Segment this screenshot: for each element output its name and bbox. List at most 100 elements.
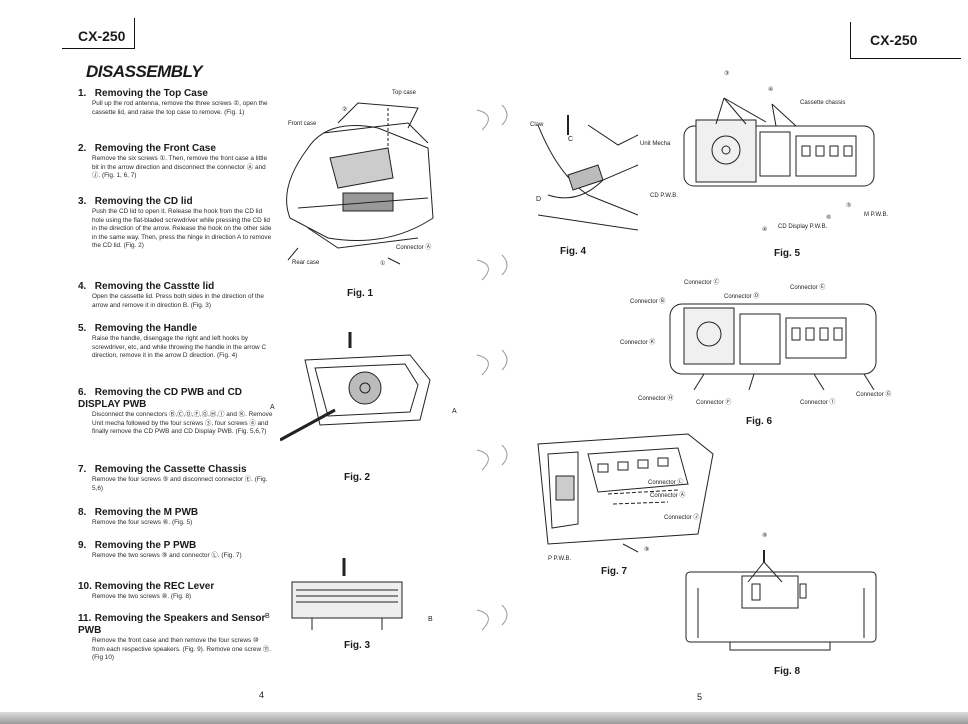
- fig6-label-conn-g: Connector Ⓖ: [856, 392, 892, 398]
- fig2-caption: Fig. 2: [344, 472, 371, 483]
- step-heading: 2. Removing the Front Case: [78, 143, 273, 155]
- step-heading-text: Removing the P PWB: [94, 540, 197, 551]
- step-heading-text: Removing the Handle: [94, 323, 198, 334]
- step-number: 6.: [78, 387, 87, 398]
- fig3-label-b-left: B: [265, 613, 270, 620]
- step-body: Remove the four screws ⑥. (Fig. 5): [92, 519, 193, 526]
- step-heading: 10. Removing the REC Lever: [78, 581, 273, 593]
- fig2-drawing: [280, 332, 431, 442]
- fig3-label-b-right: B: [428, 616, 433, 623]
- left-header-box: [62, 18, 135, 49]
- step-body: Remove the two screws ⑨ and connector Ⓛ.…: [92, 552, 242, 559]
- fig1-label-topcase: Top case: [392, 90, 417, 96]
- fig2-label-a-right: A: [452, 408, 457, 415]
- fig5-label-screw3: ③: [724, 71, 730, 77]
- step-number: 10.: [78, 581, 92, 592]
- fig8-label-screw8: ⑧: [762, 533, 768, 539]
- fig1-label-screw2: ②: [342, 107, 348, 113]
- fig3-drawing: [291, 558, 403, 630]
- fig6-drawing: [669, 303, 877, 390]
- fig3-caption: Fig. 3: [344, 640, 371, 651]
- step-heading-text: Removing the REC Lever: [94, 581, 215, 592]
- fig7-label-conn-j: Connector Ⓙ: [664, 515, 700, 521]
- fig5-label-cassette-chassis: Cassette chassis: [800, 100, 846, 106]
- step-heading: 1. Removing the Top Case: [78, 88, 273, 100]
- step-body: Remove the four screws ⑤ and disconnect …: [92, 476, 268, 492]
- step-body: Open the cassette lid. Press both sides …: [92, 293, 264, 309]
- step-body: Raise the handle, disengage the right an…: [92, 335, 267, 360]
- right-model-label: CX-250: [870, 32, 918, 48]
- fig1-label-frontcase: Front case: [288, 121, 317, 127]
- fig5-label-screw5: ⑤: [846, 203, 852, 209]
- step-number: 8.: [78, 507, 87, 518]
- step-body: Pull up the rod antenna, remove the thre…: [92, 100, 268, 116]
- fig5-label-cd-display: CD Display P.W.B.: [778, 224, 828, 230]
- fig6-label-conn-i: Connector Ⓘ: [800, 400, 836, 406]
- fig4-label-c: C: [568, 136, 574, 143]
- fig5-label-screw4-top: ④: [768, 87, 774, 93]
- step-heading: 9. Removing the P PWB: [78, 540, 273, 552]
- step-heading-text: Removing the Speakers and Sensor PWB: [78, 613, 266, 636]
- step-number: 5.: [78, 323, 87, 334]
- binding-holes: [476, 104, 508, 631]
- step-heading: 3. Removing the CD lid: [78, 196, 273, 208]
- fig5-label-m-pwb: M P.W.B.: [864, 212, 889, 218]
- step-heading-text: Removing the M PWB: [94, 507, 199, 518]
- fig4-label-claw: Claw: [530, 122, 544, 128]
- fig8-drawing: [685, 550, 877, 651]
- step-heading-text: Removing the CD PWB and CD DISPLAY PWB: [78, 387, 243, 410]
- fig8-caption: Fig. 8: [774, 666, 801, 677]
- fig7-label-screw9: ⑨: [644, 547, 650, 553]
- fig1-label-rearcase: Rear case: [292, 260, 320, 266]
- step-body: Remove the front case and then remove th…: [92, 637, 272, 662]
- fig5-caption: Fig. 5: [774, 248, 801, 259]
- fig1-drawing: [286, 102, 434, 265]
- fig1-label-screw1: ①: [380, 261, 386, 267]
- step-heading: 5. Removing the Handle: [78, 323, 273, 335]
- fig6-label-conn-c: Connector Ⓒ: [684, 280, 720, 286]
- step-heading-text: Removing the Casstte lid: [94, 281, 215, 292]
- step-body: Disconnect the connectors Ⓑ,Ⓒ,Ⓓ,Ⓕ,Ⓖ,Ⓗ,Ⓘ …: [92, 411, 273, 436]
- step-heading: 8. Removing the M PWB: [78, 507, 273, 519]
- step-heading-text: Removing the Front Case: [94, 143, 216, 154]
- fig6-label-conn-k: Connector Ⓚ: [620, 340, 656, 346]
- right-page-number: 5: [697, 692, 703, 702]
- fig6-label-conn-f: Connector Ⓕ: [696, 400, 732, 406]
- step-number: 4.: [78, 281, 87, 292]
- fig7-label-conn-a: Connector Ⓐ: [650, 493, 686, 499]
- fig2-label-a-left: A: [270, 404, 275, 411]
- step-number: 2.: [78, 143, 87, 154]
- fig5-drawing: [683, 97, 875, 187]
- step-number: 1.: [78, 88, 87, 99]
- fig7-drawing: [537, 433, 714, 553]
- fig5-label-cd-pwb: CD P.W.B.: [650, 193, 678, 199]
- scan-edge-bottom: [0, 712, 968, 724]
- fig4-label-d: D: [536, 196, 542, 203]
- fig5-label-unit-mecha: Unit Mecha: [640, 141, 671, 147]
- right-header-box: [850, 22, 961, 59]
- step-number: 9.: [78, 540, 87, 551]
- step-body: Push the CD lid to open it. Release the …: [92, 208, 272, 250]
- step-heading: 6. Removing the CD PWB and CD DISPLAY PW…: [78, 387, 273, 411]
- left-model-label: CX-250: [78, 28, 126, 44]
- fig6-label-conn-e: Connector Ⓔ: [790, 285, 826, 291]
- fig6-label-conn-h: Connector Ⓗ: [638, 396, 674, 402]
- step-item: 11. Removing the Speakers and Sensor PWB…: [78, 613, 273, 663]
- fig6-caption: Fig. 6: [746, 416, 773, 427]
- fig5-label-screw6: ⑥: [826, 215, 832, 221]
- fig6-label-conn-d: Connector Ⓓ: [724, 294, 760, 300]
- step-heading-text: Removing the CD lid: [94, 196, 193, 207]
- fig4-caption: Fig. 4: [560, 246, 587, 257]
- step-heading-text: Removing the Top Case: [94, 88, 208, 99]
- left-page-number: 4: [259, 690, 265, 700]
- step-number: 7.: [78, 464, 87, 475]
- step-item: 6. Removing the CD PWB and CD DISPLAY PW…: [78, 387, 273, 437]
- fig7-caption: Fig. 7: [601, 566, 628, 577]
- fig1-caption: Fig. 1: [347, 288, 374, 299]
